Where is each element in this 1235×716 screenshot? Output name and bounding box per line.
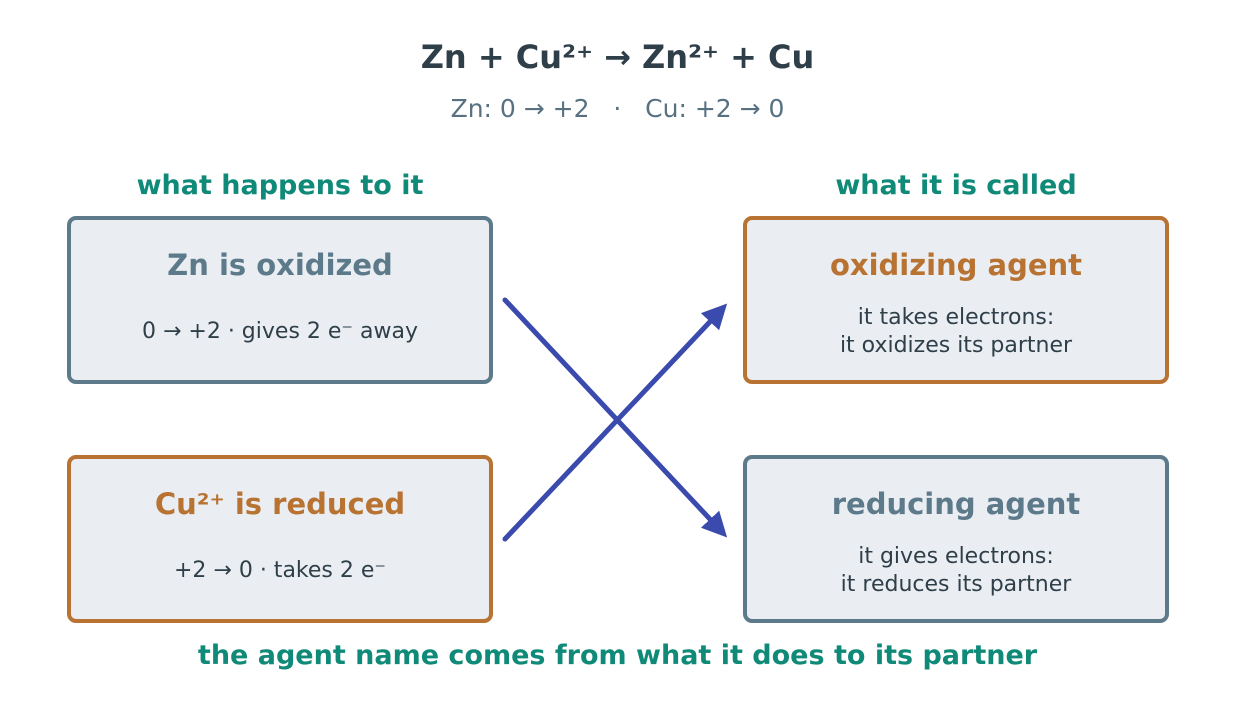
zn-oxidized-title: Zn is oxidized: [167, 248, 393, 282]
reducing-agent-title: reducing agent: [831, 487, 1081, 521]
footer-note: the agent name comes from what it does t…: [197, 640, 1038, 671]
oxidation-states-subtitle: Zn: 0 → +2 · Cu: +2 → 0: [450, 94, 785, 123]
oxidizing-agent-title: oxidizing agent: [829, 248, 1083, 282]
zn-oxidized-detail: 0 → +2 · gives 2 e⁻ away: [141, 319, 419, 344]
reducing-agent-line-1: it gives electrons:: [858, 544, 1054, 569]
right-column-heading: what it is called: [835, 170, 1077, 201]
equation-title: Zn + Cu²⁺ → Zn²⁺ + Cu: [420, 38, 815, 76]
cu-reduced-detail: +2 → 0 · takes 2 e⁻: [173, 558, 387, 583]
zn-oxidized-box: Zn is oxidized 0 → +2 · gives 2 e⁻ away: [67, 216, 493, 384]
cu-reduced-box: Cu²⁺ is reduced +2 → 0 · takes 2 e⁻: [67, 455, 493, 623]
left-column-heading: what happens to it: [136, 170, 424, 201]
oxidizing-agent-line-2: it oxidizes its partner: [839, 333, 1073, 358]
reducing-agent-line-2: it reduces its partner: [840, 572, 1072, 597]
oxidizing-agent-line-1: it takes electrons:: [857, 305, 1055, 330]
arrow-zn-to-reducing-agent: [502, 297, 728, 538]
cu-reduced-title: Cu²⁺ is reduced: [154, 487, 406, 521]
oxidizing-agent-box: oxidizing agent it takes electrons: it o…: [743, 216, 1169, 384]
arrow-cu-to-oxidizing-agent: [502, 303, 728, 542]
reducing-agent-box: reducing agent it gives electrons: it re…: [743, 455, 1169, 623]
